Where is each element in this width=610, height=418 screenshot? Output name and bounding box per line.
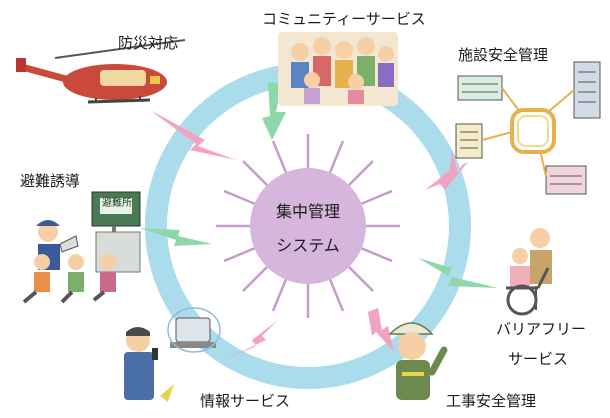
bolt-evac [140, 228, 212, 246]
shelter-sign-label: 避難所 [102, 198, 132, 209]
bolt-facility [425, 150, 468, 190]
people-group-icon [278, 32, 398, 106]
connector-bolts [140, 82, 498, 366]
mobile-user-icon [124, 307, 221, 402]
label-construction-safety: 工事安全管理 [446, 392, 537, 410]
label-community-service: コミュニティーサービス [262, 10, 426, 28]
label-facility-safety: 施設安全管理 [458, 46, 549, 64]
bolt-disaster [150, 110, 236, 160]
helicopter-icon [16, 39, 186, 104]
label-evacuation-guidance: 避難誘導 [20, 172, 81, 190]
center-title-line2: システム [276, 236, 340, 255]
buildings-network-icon [455, 61, 601, 195]
bolt-community [262, 82, 286, 140]
label-information-service: 情報サービス [200, 392, 291, 410]
label-barrier-free-line1: バリアフリー [496, 320, 587, 338]
bolt-barrier [418, 258, 498, 288]
construction-worker-icon [388, 322, 448, 400]
evacuation-icon [22, 191, 141, 304]
label-disaster-response: 防災対応 [118, 34, 179, 52]
center-title-line1: 集中管理 [275, 202, 340, 221]
label-barrier-free-line2: サービス [508, 350, 569, 368]
hub-circle [250, 168, 366, 284]
bolt-construction [368, 308, 394, 352]
wheelchair-icon [506, 228, 552, 316]
